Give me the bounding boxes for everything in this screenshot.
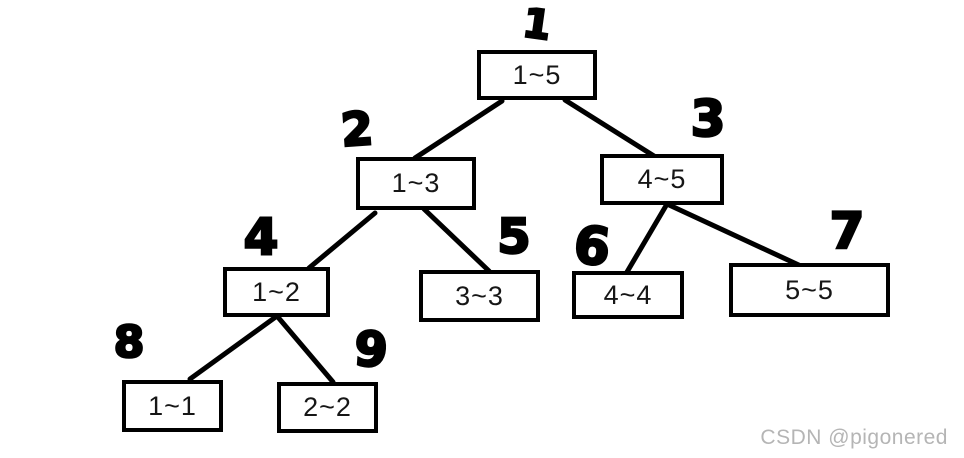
node-range-label: 4~4 xyxy=(603,279,653,310)
handwritten-order-number-1: 1 xyxy=(519,0,555,51)
handwritten-order-number-6: 6 xyxy=(570,214,615,280)
handwritten-order-number-4: 4 xyxy=(242,208,279,266)
handwritten-order-number-3: 3 xyxy=(689,90,726,148)
tree-node-3-3: 3~3 xyxy=(419,270,540,322)
tree-edge-4-5-to-4-4 xyxy=(624,201,670,275)
node-range-label: 3~3 xyxy=(455,280,504,311)
tree-edge-1-5-to-4-5 xyxy=(562,97,657,159)
handwritten-order-number-9: 9 xyxy=(351,320,391,381)
node-range-label: 1~1 xyxy=(148,390,197,421)
node-range-label: 1~3 xyxy=(391,168,441,198)
tree-node-4-4: 4~4 xyxy=(572,271,684,319)
handwritten-order-number-5: 5 xyxy=(496,209,532,265)
node-range-label: 2~2 xyxy=(303,392,352,422)
tree-node-1-5: 1~5 xyxy=(477,50,597,100)
tree-edge-1-5-to-1-3 xyxy=(412,98,505,161)
tree-node-5-5: 5~5 xyxy=(729,263,890,317)
tree-node-1-3: 1~3 xyxy=(356,157,476,210)
tree-node-1-2: 1~2 xyxy=(223,267,330,317)
tree-edge-1-2-to-2-2 xyxy=(274,313,336,385)
handwritten-order-number-7: 7 xyxy=(828,202,865,260)
watermark: CSDN @pigonered xyxy=(760,426,948,449)
tree-node-4-5: 4~5 xyxy=(600,154,724,205)
tree-edge-4-5-to-5-5 xyxy=(664,201,806,270)
node-range-label: 4~5 xyxy=(637,164,687,194)
node-range-label: 1~2 xyxy=(252,276,301,307)
handwritten-order-number-8: 8 xyxy=(112,317,145,368)
tree-node-1-1: 1~1 xyxy=(122,380,223,432)
tree-edge-1-3-to-3-3 xyxy=(421,206,492,274)
node-range-label: 5~5 xyxy=(785,274,834,305)
node-range-label: 1~5 xyxy=(512,59,562,90)
tree-node-2-2: 2~2 xyxy=(277,382,378,433)
handwritten-order-number-2: 2 xyxy=(338,100,376,159)
tree-edge-1-3-to-1-2 xyxy=(306,210,378,271)
tree-edge-1-2-to-1-1 xyxy=(187,313,280,382)
